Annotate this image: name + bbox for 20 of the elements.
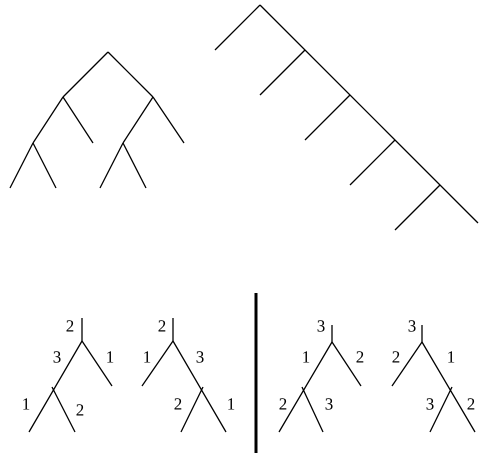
edge-number: 3 (426, 396, 434, 412)
edge-number: 2 (174, 396, 182, 412)
edge-number: 1 (226, 396, 236, 412)
edge-number: 1 (106, 348, 114, 366)
edge-number: 3 (52, 348, 62, 366)
edge-number: 2 (466, 396, 476, 412)
edge-number: 2 (392, 348, 400, 366)
edge-number: 2 (76, 402, 84, 418)
edge-number: 1 (22, 396, 30, 412)
edge-number: 2 (278, 396, 288, 412)
edge-number: 2 (356, 348, 364, 366)
edge-number: 1 (142, 348, 152, 366)
edge-number: 3 (196, 348, 204, 366)
edge-number: 3 (316, 318, 326, 334)
edge-number: 1 (302, 348, 310, 366)
edge-number: 2 (66, 318, 74, 334)
edge-number: 3 (324, 396, 334, 412)
edge-number: 2 (158, 318, 166, 334)
edge-number: 1 (446, 348, 456, 366)
edge-number: 3 (408, 318, 416, 334)
